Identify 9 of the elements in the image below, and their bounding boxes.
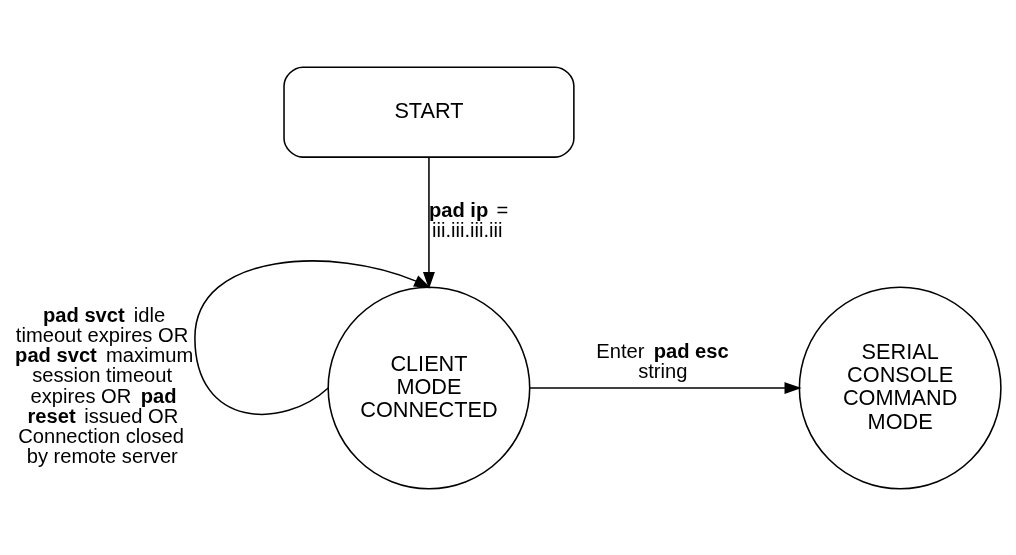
node-box: START <box>283 65 575 158</box>
arrow <box>422 156 435 289</box>
edge-label: Enter pad esc string <box>596 339 729 382</box>
arrow <box>194 259 432 415</box>
arrow <box>529 381 802 394</box>
node-circle: CLIENT MODE CONNECTED <box>327 286 531 490</box>
edge-label: pad ip = iii.iii.iii.iii <box>428 198 509 241</box>
edge-label: pad svct idle timeout expires OR pad svct maximum session timeout expires OR pad reset issued OR Connection closed by remote server <box>15 303 194 467</box>
node-circle: SERIAL CONSOLE COMMAND MODE <box>798 286 1002 490</box>
